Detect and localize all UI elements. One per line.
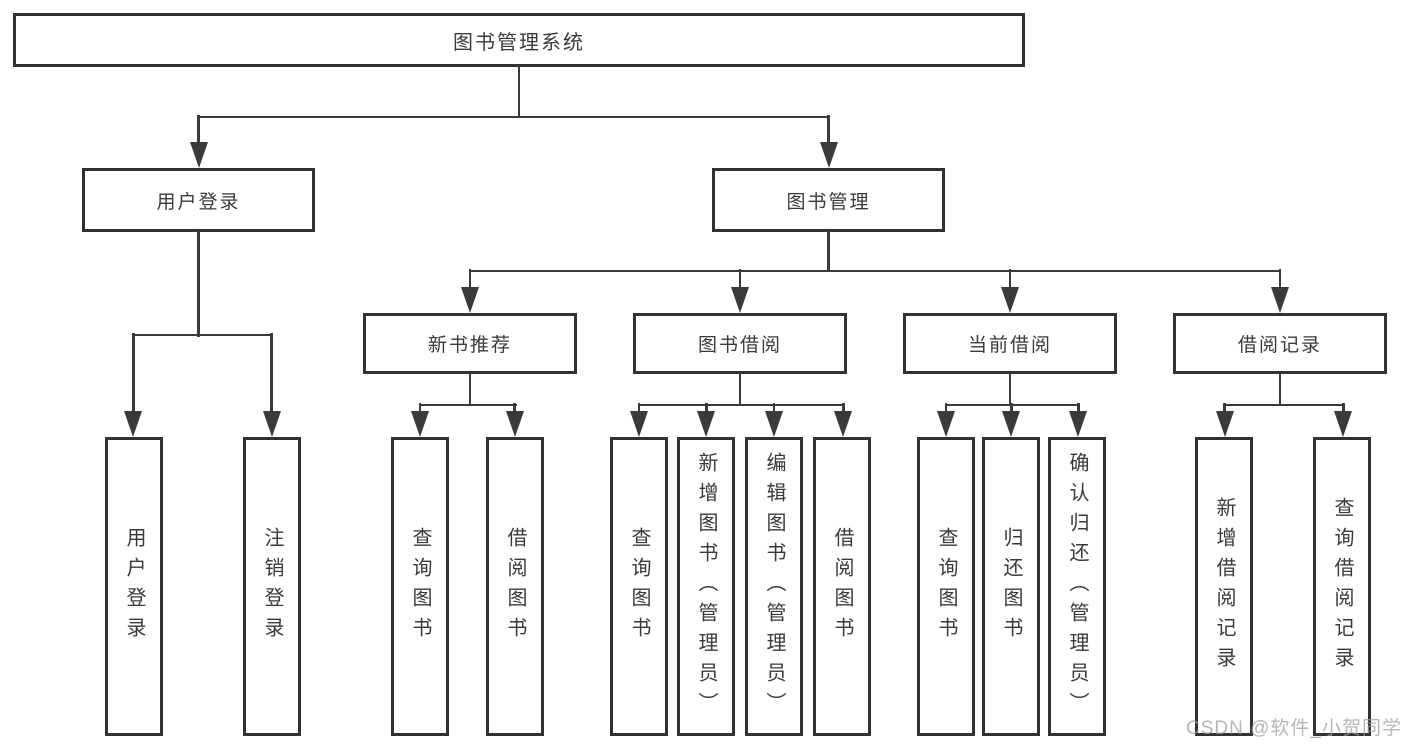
node-label: 新书推荐 bbox=[427, 335, 512, 356]
node-library-management-system: 图书管理系统 bbox=[13, 13, 1025, 67]
leaf-borrow-books-recommend: 借阅图书 bbox=[486, 437, 544, 736]
arrow-down-icon bbox=[765, 411, 784, 437]
leaf-confirm-return-admin: 确认归还（管理员） bbox=[1048, 437, 1106, 736]
connector-user-login-stub bbox=[197, 231, 200, 337]
arrow-down-icon bbox=[1002, 411, 1021, 437]
leaf-label: 查询图书 bbox=[628, 526, 650, 647]
leaf-query-borrow-record: 查询借阅记录 bbox=[1313, 437, 1371, 736]
leaf-label: 归还图书 bbox=[1000, 526, 1022, 647]
connector-arrow-shaft bbox=[197, 115, 200, 146]
connector-arrow-shaft bbox=[1010, 403, 1013, 417]
connector-recommend-stub bbox=[468, 373, 472, 406]
connector-level3-branch bbox=[468, 269, 1282, 273]
node-book-management: 图书管理 bbox=[712, 168, 945, 232]
leaf-label: 借阅图书 bbox=[504, 526, 526, 647]
leaf-edit-books-admin: 编辑图书（管理员） bbox=[745, 437, 803, 736]
connector-arrow-shaft bbox=[738, 269, 742, 291]
node-book-borrowing: 图书借阅 bbox=[633, 313, 847, 374]
connector-arrow-shaft bbox=[132, 333, 135, 415]
arrow-down-icon bbox=[124, 411, 143, 437]
connector-recommend-branch bbox=[418, 403, 517, 407]
connector-arrow-shaft bbox=[772, 403, 776, 417]
leaf-label: 新增借阅记录 bbox=[1213, 496, 1235, 677]
arrow-down-icon bbox=[630, 411, 649, 437]
connector-arrow-shaft bbox=[418, 403, 422, 417]
leaf-query-books-current: 查询图书 bbox=[917, 437, 975, 736]
node-label: 图书管理 bbox=[786, 191, 871, 213]
arrow-down-icon bbox=[1334, 411, 1353, 437]
node-label: 借阅记录 bbox=[1237, 335, 1322, 356]
arrow-down-icon bbox=[731, 287, 749, 313]
connector-arrow-shaft bbox=[827, 115, 830, 146]
leaf-label: 注销登录 bbox=[261, 526, 283, 647]
arrow-down-icon bbox=[1215, 411, 1234, 437]
connector-records-stub bbox=[1278, 373, 1282, 406]
node-label: 图书管理系统 bbox=[453, 31, 585, 54]
leaf-return-books: 归还图书 bbox=[982, 437, 1040, 736]
node-new-book-recommendation: 新书推荐 bbox=[363, 313, 577, 374]
leaf-query-books-recommend: 查询图书 bbox=[391, 437, 449, 736]
connector-arrow-shaft bbox=[705, 403, 708, 417]
leaf-label: 新增图书（管理员） bbox=[695, 451, 717, 722]
leaf-label: 编辑图书（管理员） bbox=[763, 451, 785, 722]
leaf-add-borrow-record: 新增借阅记录 bbox=[1195, 437, 1253, 736]
connector-arrow-shaft bbox=[637, 403, 641, 417]
connector-current-stub bbox=[1008, 373, 1012, 406]
leaf-label: 查询图书 bbox=[935, 526, 957, 647]
connector-level2-branch bbox=[197, 115, 830, 119]
node-borrowing-records: 借阅记录 bbox=[1173, 313, 1387, 374]
node-current-borrowing: 当前借阅 bbox=[903, 313, 1117, 374]
arrow-down-icon bbox=[834, 411, 853, 437]
connector-arrow-shaft bbox=[1223, 403, 1226, 417]
arrow-down-icon bbox=[1069, 411, 1088, 437]
leaf-logout: 注销登录 bbox=[243, 437, 301, 736]
connector-arrow-shaft bbox=[944, 403, 948, 417]
arrow-down-icon bbox=[189, 142, 208, 168]
connector-records-branch bbox=[1223, 403, 1345, 407]
node-user-login: 用户登录 bbox=[82, 168, 315, 232]
connector-arrow-shaft bbox=[1342, 403, 1345, 417]
connector-arrow-shaft bbox=[1278, 269, 1282, 291]
watermark-text: CSDN @软件_小贺同学 bbox=[1186, 718, 1402, 739]
leaf-label: 借阅图书 bbox=[831, 526, 853, 647]
leaf-query-books-borrowing: 查询图书 bbox=[610, 437, 668, 736]
leaf-label: 确认归还（管理员） bbox=[1066, 451, 1088, 722]
connector-root-stub bbox=[517, 64, 521, 118]
arrow-down-icon bbox=[1001, 287, 1019, 313]
arrow-down-icon bbox=[262, 411, 281, 437]
leaf-add-books-admin: 新增图书（管理员） bbox=[677, 437, 735, 736]
connector-arrow-shaft bbox=[1077, 403, 1080, 417]
arrow-down-icon bbox=[936, 411, 955, 437]
node-label: 用户登录 bbox=[156, 191, 241, 213]
connector-arrow-shaft bbox=[842, 403, 845, 417]
node-label: 图书借阅 bbox=[697, 335, 782, 356]
arrow-down-icon bbox=[411, 411, 429, 437]
connector-arrow-shaft bbox=[513, 403, 516, 417]
connector-arrow-shaft bbox=[468, 269, 472, 291]
connector-borrowing-branch bbox=[638, 403, 844, 407]
connector-arrow-shaft bbox=[270, 333, 273, 415]
node-label: 当前借阅 bbox=[967, 335, 1052, 356]
leaf-label: 查询图书 bbox=[409, 526, 431, 647]
connector-borrowing-stub bbox=[738, 373, 742, 406]
arrow-down-icon bbox=[819, 142, 838, 168]
arrow-down-icon bbox=[697, 411, 716, 437]
connector-user-login-branch bbox=[132, 333, 273, 337]
connector-arrow-shaft bbox=[1008, 269, 1012, 291]
leaf-label: 用户登录 bbox=[123, 526, 145, 647]
arrow-down-icon bbox=[505, 411, 524, 437]
leaf-label: 查询借阅记录 bbox=[1331, 496, 1353, 677]
arrow-down-icon bbox=[1271, 287, 1289, 313]
leaf-user-login: 用户登录 bbox=[105, 437, 163, 736]
arrow-down-icon bbox=[461, 287, 479, 313]
connector-book-management-stub bbox=[827, 231, 830, 272]
leaf-borrow-books-borrowing: 借阅图书 bbox=[813, 437, 871, 736]
